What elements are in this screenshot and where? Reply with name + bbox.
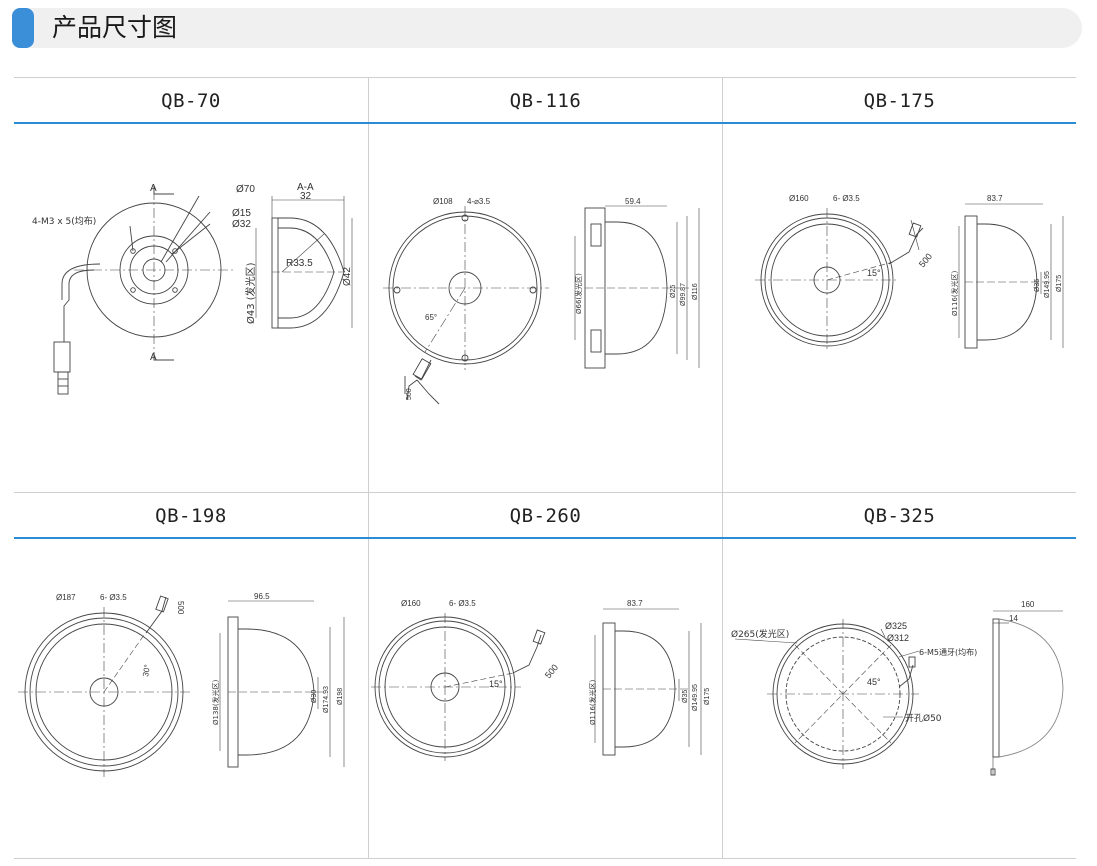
grid-column-divider-1 — [368, 77, 369, 859]
qb70-depth: 32 — [300, 191, 312, 202]
model-title-qb325: QB-325 — [863, 505, 936, 527]
grid-column-divider-2 — [722, 77, 723, 859]
qb70-section-title: A-A — [297, 182, 314, 193]
qb325-holes: 6-M5通牙(均布) — [919, 647, 977, 657]
qb198-emit-dia: Ø138(发光区) — [211, 679, 220, 725]
drawing-qb260: Ø160 6- Ø3.5 83.7 15° 500 Ø116(发光区) Ø35 … — [371, 599, 711, 761]
qb260-depth: 83.7 — [627, 599, 643, 608]
qb70-emit-dia: Ø43 (发光区) — [244, 262, 257, 324]
qb260-outer-dia: Ø160 — [401, 599, 421, 608]
model-title-qb175: QB-175 — [863, 90, 936, 112]
qb116-holes: 4-⌀3.5 — [467, 197, 491, 206]
qb116-total-dia: Ø116 — [692, 283, 699, 300]
qb260-total-dia: Ø175 — [704, 688, 711, 705]
drawing-qb70: A A Ø70 Ø15 Ø32 4-M3 x 5(均布) A-A 32 R33.… — [32, 182, 353, 395]
qb175-hole-dia: Ø35 — [1034, 279, 1041, 292]
qb260-holes: 6- Ø3.5 — [449, 599, 476, 608]
row2-header-underline — [14, 537, 1076, 539]
qb260-cable: 500 — [543, 662, 560, 680]
qb325-flange: 14 — [1009, 614, 1018, 623]
qb260-angle: 15° — [489, 679, 503, 689]
qb198-holes: 6- Ø3.5 — [100, 593, 127, 602]
qb175-holes: 6- Ø3.5 — [833, 194, 860, 203]
qb116-emit-dia: Ø66(发光区) — [574, 273, 583, 314]
qb70-outer-dia: Ø70 — [236, 184, 255, 195]
qb116-angle: 65° — [425, 313, 437, 322]
qb70-section-mark-bottom: A — [150, 352, 157, 363]
drawing-qb325: Ø265(发光区) Ø325 Ø312 6-M5通牙(均布) 45° 开孔Ø50… — [731, 600, 1064, 776]
qb70-section-mark-top: A — [150, 183, 157, 194]
qb116-hole-dia: Ø25 — [670, 285, 677, 298]
qb175-depth: 83.7 — [987, 194, 1003, 203]
section-header: 产品尺寸图 — [12, 8, 1082, 48]
drawing-qb175: Ø160 6- Ø3.5 83.7 15° 500 Ø116(发光区) Ø35 … — [755, 194, 1064, 352]
model-title-qb116: QB-116 — [509, 90, 582, 112]
qb325-emit-dia: Ø265(发光区) — [731, 628, 789, 640]
page-title: 产品尺寸图 — [52, 13, 178, 42]
qb325-outer-dia: Ø325 — [885, 621, 907, 631]
qb325-hole: 开孔Ø50 — [905, 713, 942, 724]
drawing-qb198: Ø187 6- Ø3.5 96.5 30° 500 Ø138(发光区) Ø30 … — [18, 592, 345, 777]
qb260-emit-dia: Ø116(发光区) — [588, 679, 597, 725]
qb198-total-dia: Ø198 — [337, 688, 344, 705]
model-title-qb70: QB-70 — [161, 90, 221, 112]
model-title-qb260: QB-260 — [509, 505, 582, 527]
qb70-radius: R33.5 — [286, 258, 313, 269]
qb175-outer-dia: Ø160 — [789, 194, 809, 203]
qb116-outer-dia: Ø108 — [433, 197, 453, 206]
qb198-hole-dia: Ø30 — [311, 690, 318, 703]
qb116-depth: 59.4 — [625, 197, 641, 206]
qb175-cable: 500 — [917, 251, 934, 269]
qb260-inner-dia: Ø149.95 — [692, 684, 699, 711]
grid-row-divider — [14, 492, 1076, 493]
qb70-height: Ø42 — [342, 267, 353, 286]
qb116-inner-dia: Ø99.87 — [680, 283, 687, 306]
qb198-angle: 30° — [141, 664, 152, 677]
qb198-outer-dia: Ø187 — [56, 593, 76, 602]
qb325-mid-dia: Ø312 — [887, 633, 909, 643]
qb325-depth: 160 — [1021, 600, 1035, 609]
qb198-inner-dia: Ø174.93 — [323, 686, 330, 713]
grid-bottom-border — [14, 858, 1076, 859]
qb70-mid-dia: Ø32 — [232, 219, 251, 230]
qb198-depth: 96.5 — [254, 592, 270, 601]
row1-header-underline — [14, 122, 1076, 124]
grid-top-border — [14, 77, 1076, 78]
qb70-holes: 4-M3 x 5(均布) — [32, 215, 96, 227]
drawing-qb116: Ø108 4-⌀3.5 59.4 65° 500 Ø66(发光区) Ø25 Ø9… — [383, 197, 700, 405]
qb325-angle: 45° — [867, 677, 881, 687]
qb260-hole-dia: Ø35 — [682, 690, 689, 703]
qb175-inner-dia: Ø149.95 — [1044, 271, 1051, 298]
qb198-cable: 500 — [176, 601, 185, 615]
qb116-cable: 500 — [406, 388, 413, 400]
header-accent-bar — [12, 8, 34, 48]
model-title-qb198: QB-198 — [155, 505, 227, 527]
qb70-inner-dia: Ø15 — [232, 208, 251, 219]
qb175-emit-dia: Ø116(发光区) — [950, 270, 959, 316]
qb175-angle: 15° — [867, 268, 881, 278]
qb175-total-dia: Ø175 — [1056, 275, 1063, 292]
